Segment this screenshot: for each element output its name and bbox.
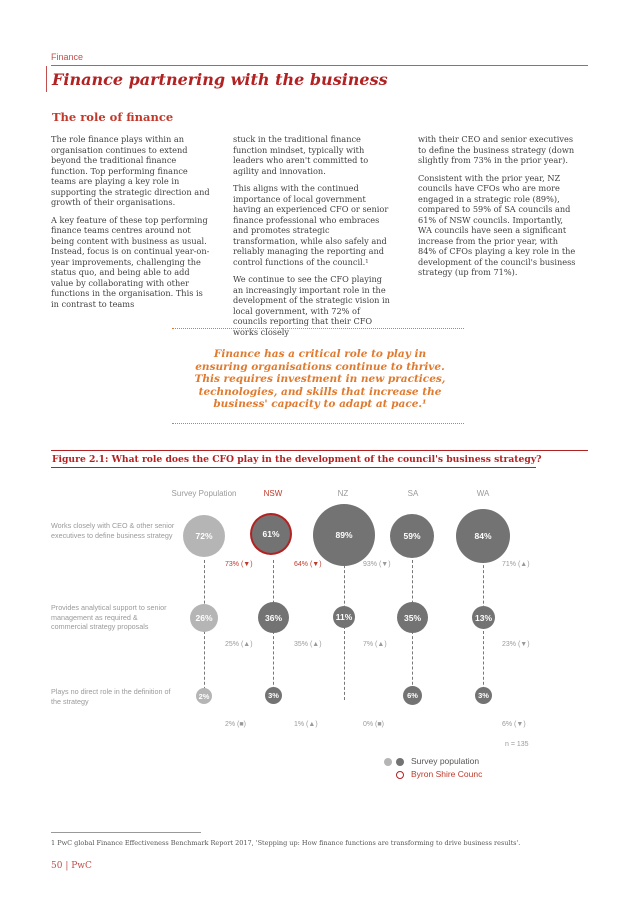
bubble-nsw-works-closely: 61% xyxy=(252,515,290,553)
column-header-wa: WA xyxy=(476,489,490,498)
row-label-no-direct-role: Plays no direct role in the definition o… xyxy=(51,687,171,706)
column-header-nsw: NSW xyxy=(263,489,283,498)
body-column-1: The role finance plays within an organis… xyxy=(51,134,211,316)
figure-rule-top xyxy=(51,450,588,451)
bubble-sa-analytical-support: 35% xyxy=(397,602,428,633)
bubble-survey-works-closely: 72% xyxy=(183,515,225,557)
header-rule xyxy=(51,65,588,66)
quote-divider-bottom xyxy=(172,423,464,424)
figure-rule-bottom xyxy=(51,467,536,468)
paragraph: with their CEO and senior executives to … xyxy=(418,134,575,165)
prior-survey-works-closely: 73% (▼) xyxy=(225,561,253,568)
column-header-survey: Survey Population xyxy=(171,489,237,498)
section-label: Finance xyxy=(51,52,84,62)
prior-nz-no-direct-role: 0% (■) xyxy=(363,721,384,728)
bubble-nsw-analytical-support: 36% xyxy=(258,602,289,633)
prior-nz-works-closely: 93% (▼) xyxy=(363,561,391,568)
legend-survey-dot-dark xyxy=(396,758,404,766)
paragraph: The role finance plays within an organis… xyxy=(51,134,210,207)
page-number: 50 | PwC xyxy=(51,861,92,871)
bubble-survey-no-direct-role: 2% xyxy=(196,688,212,704)
row-label-works-closely: Works closely with CEO & other senior ex… xyxy=(51,521,175,540)
legend-survey-dot-light xyxy=(384,758,392,766)
row-label-analytical-support: Provides analytical support to senior ma… xyxy=(51,603,167,631)
page-title: Finance partnering with the business xyxy=(52,70,388,89)
bubble-nz-works-closely: 89% xyxy=(313,504,375,566)
bubble-nsw-no-direct-role: 3% xyxy=(265,687,282,704)
prior-nsw-analytical-support: 35% (▲) xyxy=(294,641,322,648)
body-column-2: stuck in the traditional finance functio… xyxy=(233,134,393,344)
sample-size: n = 135 xyxy=(505,741,529,748)
legend-council-ring xyxy=(396,771,404,779)
body-column-3: with their CEO and senior executives to … xyxy=(418,134,578,285)
paragraph: We continue to see the CFO playing an in… xyxy=(233,274,390,337)
legend-council-label: Byron Shire Counc xyxy=(411,769,483,779)
bubble-sa-no-direct-role: 6% xyxy=(403,686,422,705)
connector-line xyxy=(483,560,484,700)
footnote-rule xyxy=(51,832,201,833)
prior-survey-analytical-support: 25% (▲) xyxy=(225,641,253,648)
column-header-nz: NZ xyxy=(337,489,349,498)
prior-nsw-works-closely: 64% (▼) xyxy=(294,561,322,568)
bubble-wa-works-closely: 84% xyxy=(456,509,510,563)
footnote: 1 PwC global Finance Effectiveness Bench… xyxy=(51,839,521,847)
prior-nsw-no-direct-role: 1% (▲) xyxy=(294,721,318,728)
bubble-survey-analytical-support: 26% xyxy=(190,604,218,632)
section-subtitle: The role of finance xyxy=(52,110,174,124)
prior-wa-works-closely: 71% (▲) xyxy=(502,561,530,568)
bubble-wa-no-direct-role: 3% xyxy=(475,687,492,704)
paragraph: A key feature of these top performing fi… xyxy=(51,214,210,309)
legend-survey-label: Survey population xyxy=(411,756,480,766)
prior-nz-analytical-support: 7% (▲) xyxy=(363,641,387,648)
figure-title: Figure 2.1: What role does the CFO play … xyxy=(52,454,542,465)
prior-wa-no-direct-role: 6% (▼) xyxy=(502,721,526,728)
bubble-wa-analytical-support: 13% xyxy=(472,606,495,629)
connector-line xyxy=(344,560,345,700)
paragraph: Consistent with the prior year, NZ counc… xyxy=(418,172,576,278)
prior-wa-analytical-support: 23% (▼) xyxy=(502,641,530,648)
prior-survey-no-direct-role: 2% (■) xyxy=(225,721,246,728)
title-accent-bar xyxy=(46,66,47,92)
paragraph: This aligns with the continued importanc… xyxy=(233,183,389,267)
column-header-sa: SA xyxy=(407,489,419,498)
quote-divider-top xyxy=(172,328,464,329)
pull-quote: Finance has a critical role to play in e… xyxy=(194,348,446,410)
bubble-nz-analytical-support: 11% xyxy=(333,606,355,628)
bubble-sa-works-closely: 59% xyxy=(390,514,434,558)
paragraph: stuck in the traditional finance functio… xyxy=(233,134,369,176)
